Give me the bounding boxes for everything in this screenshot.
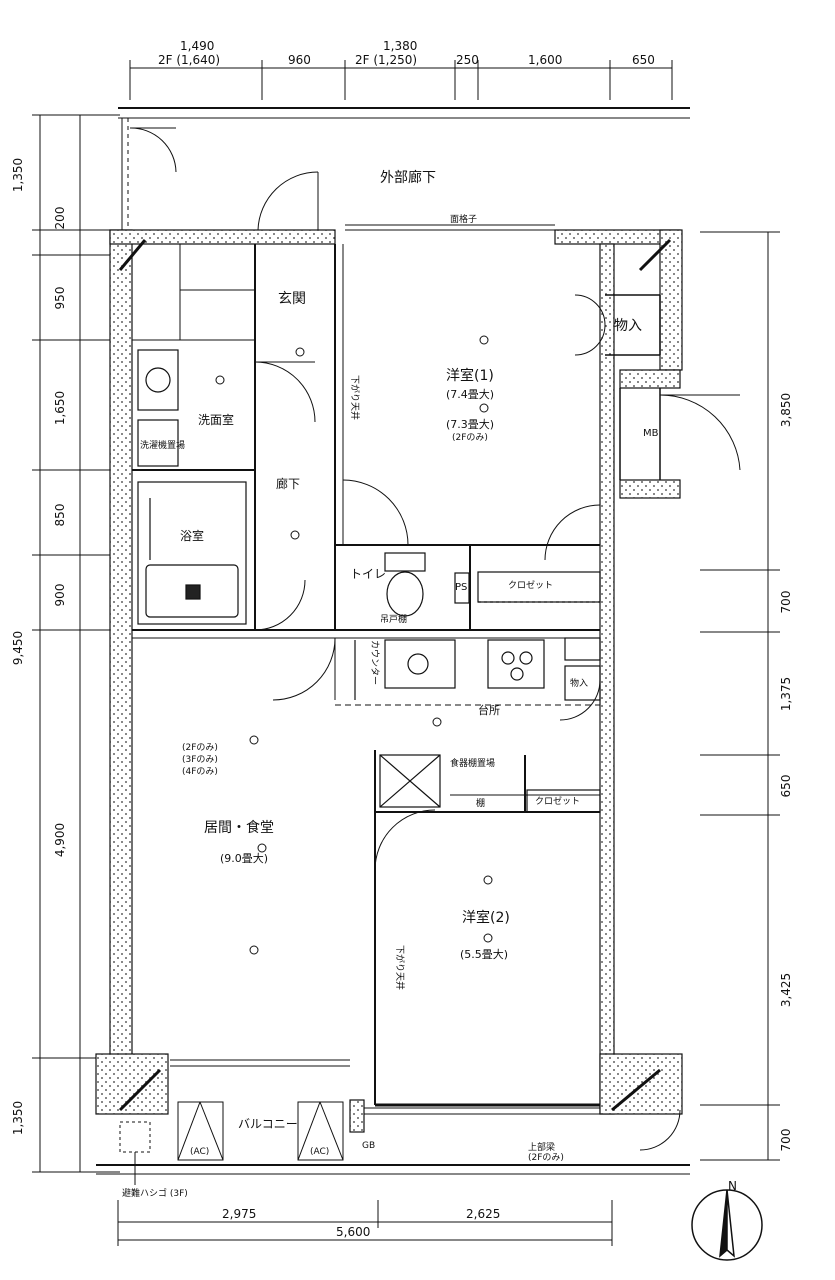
note-hanging-cabinet: 下がり天井 [394,945,406,990]
dim-left-3: 950 [53,287,67,310]
dim-bottom-3: 5,600 [336,1225,370,1239]
dim-top-6: 250 [456,53,479,67]
label-shelf: 棚 [476,797,485,809]
dim-right-6: 700 [779,1129,793,1152]
label-western-1-note: (2Fのみ) [452,432,488,443]
note-floor-4f: (4Fのみ) [182,766,218,777]
fridge-space [379,754,441,808]
label-bath: 浴室 [180,528,204,543]
label-western-2: 洋室(2) [462,909,510,926]
outer-corridor [118,107,690,231]
note-lattice: 面格子 [450,213,477,225]
label-toilet: トイレ [350,567,386,581]
dim-top-3: 960 [288,53,311,67]
label-kitchen: 台所 [478,703,500,717]
dim-left-1: 1,350 [11,158,25,192]
note-gb: GB [362,1141,375,1151]
compass-north-label: N [728,1179,737,1193]
light-fixtures [215,335,493,955]
interior-walls [132,244,661,1107]
label-counter: カウンター [369,640,380,685]
top-dimension-line [129,60,673,100]
bottom-dimension-line [117,1200,613,1246]
label-closet-1: クロゼット [508,579,553,591]
closet-1 [477,571,601,603]
right-dimension-line [700,231,780,1161]
note-upper-beam: 上部梁 [528,1141,555,1153]
dim-top-1: 1,490 [180,39,214,53]
label-storage-small: 物入 [570,677,588,689]
label-storage: 物入 [614,318,642,334]
kitchen-counter [354,639,545,700]
label-mb: MB [643,428,659,439]
label-balcony: バルコニー [238,1117,298,1131]
label-toilet-cabinet: 吊戸棚 [380,613,407,625]
label-western-1-size: (7.4畳大) [446,387,494,401]
dim-bottom-1: 2,975 [222,1207,256,1221]
label-hall: 廊下 [276,476,300,491]
dim-top-5: 2F (1,250) [355,53,417,67]
dim-right-3: 1,375 [779,677,793,711]
dim-left-7: 9,450 [11,631,25,665]
closet-2 [526,789,601,813]
dim-right-5: 3,425 [779,973,793,1007]
dim-right-4: 650 [779,775,793,798]
dim-left-9: 1,350 [11,1101,25,1135]
door-swings [254,294,741,1151]
left-dimension-line [32,114,120,1173]
note-upper-beam-2f: (2Fのみ) [528,1152,564,1163]
wall-diagonals [118,238,672,1112]
label-ps: PS [455,582,467,593]
dim-bottom-2: 2,625 [466,1207,500,1221]
label-living-size: (9.0畳大) [220,851,268,865]
label-closet-2: クロゼット [535,795,580,807]
note-escape-ladder: 避難ハシゴ (3F) [122,1187,188,1199]
label-living: 居間・食堂 [204,819,274,836]
label-washroom: 洗面室 [198,412,234,427]
left-dimension-labels: 1,350 200 950 1,650 850 900 9,450 4,900 … [11,158,67,1135]
balcony [96,1101,690,1185]
storage-box [564,637,601,701]
note-floor-3f: (3Fのみ) [182,754,218,765]
dim-right-1: 3,850 [779,393,793,427]
label-cupboard-space: 食器棚置場 [450,757,495,769]
dim-top-8: 650 [632,53,655,67]
label-western-1-size-alt: (7.3畳大) [446,417,494,431]
label-western-2-size: (5.5畳大) [460,947,508,961]
note-overhead: 下がり天井 [349,375,361,420]
dim-top-4: 1,380 [383,39,417,53]
windows [170,224,600,1115]
toilet-fixture [384,552,470,617]
note-ac-2: (AC) [310,1147,329,1157]
dim-left-5: 850 [53,504,67,527]
dim-left-2: 200 [53,207,67,230]
label-western-1: 洋室(1) [446,367,494,384]
wash-basin [137,349,179,467]
label-outer-corridor: 外部廊下 [380,169,436,186]
dim-right-2: 700 [779,591,793,614]
compass [691,1189,763,1261]
dim-left-4: 1,650 [53,391,67,425]
dim-left-8: 4,900 [53,823,67,857]
right-dimension-labels: 3,850 700 1,375 650 3,425 700 [779,393,793,1152]
dim-top-7: 1,600 [528,53,562,67]
dim-left-6: 900 [53,584,67,607]
note-floor-2f: (2Fのみ) [182,742,218,753]
note-ac-1: (AC) [190,1147,209,1157]
bathtub [137,481,247,625]
dim-top-2: 2F (1,640) [158,53,220,67]
exterior-walls [95,229,683,1133]
note-wash: 洗濯機置場 [140,439,185,451]
label-entrance: 玄関 [278,290,306,307]
